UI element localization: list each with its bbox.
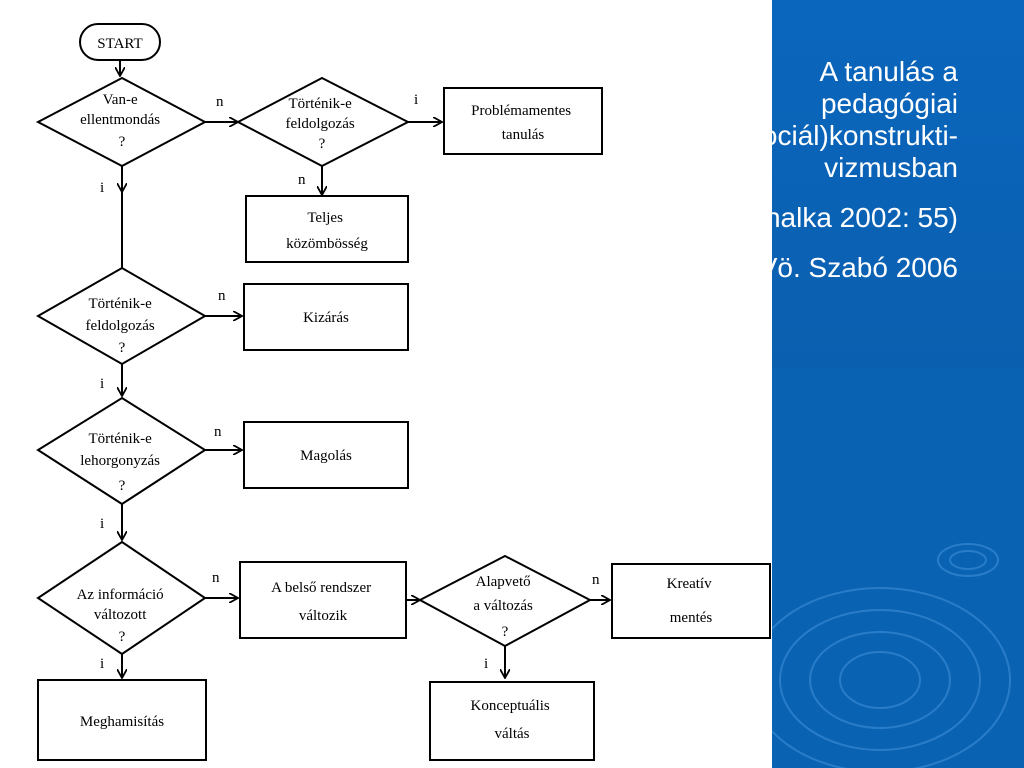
box-inner-system-changes — [239, 561, 407, 639]
box-total-indifference-text: Teljes közömbösség — [286, 210, 368, 252]
box-total-indifference — [245, 195, 409, 263]
box-rote-learning-text: Magolás — [300, 448, 352, 464]
yes-label: i — [100, 376, 104, 392]
box-rote-learning — [243, 421, 409, 489]
box-creative-rescue — [611, 563, 771, 639]
box-exclusion — [243, 283, 409, 351]
box-problem-free-learning — [443, 87, 603, 155]
decision-processing-2-text: Történik-e feldolgozás ? — [86, 296, 159, 356]
box-creative-rescue-text: Kreatív mentés — [667, 576, 716, 626]
box-falsification — [37, 679, 207, 761]
box-problem-free-learning-text: Problémamentes tanulás — [471, 103, 575, 143]
no-label: n — [212, 570, 220, 586]
yes-label: i — [100, 180, 104, 196]
flowchart: START Van-e ellentmondás ? n i Történik-… — [35, 23, 771, 761]
no-label: n — [592, 572, 600, 588]
yes-label: i — [100, 516, 104, 532]
box-falsification-text: Meghamisítás — [80, 714, 164, 730]
box-conceptual-change-text: Konceptuális váltás — [471, 698, 554, 742]
compare-citation: Vö. Szabó 2006 — [758, 252, 958, 283]
yes-label: i — [414, 92, 418, 108]
no-label: n — [214, 424, 222, 440]
flowchart-area: START Van-e ellentmondás ? n i Történik-… — [0, 0, 772, 768]
box-inner-system-changes-text: A belső rendszer változik — [271, 580, 375, 624]
yes-label: i — [484, 656, 488, 672]
no-label: n — [218, 288, 226, 304]
title-line: pedagógiai — [820, 88, 958, 119]
box-conceptual-change — [429, 681, 595, 761]
no-label: n — [298, 172, 306, 188]
decision-fundamental-change-text: Alapvető a változás ? — [473, 574, 536, 640]
title-line: A tanulás a — [819, 56, 958, 87]
title-line: vizmusban — [824, 152, 958, 183]
decision-contradiction-text: Van-e ellentmondás ? — [80, 92, 164, 150]
decision-processing-1-text: Történik-e feldolgozás ? — [286, 96, 359, 152]
decision-info-changed-text: Az információ változott ? — [77, 587, 168, 645]
no-label: n — [216, 94, 224, 110]
yes-label: i — [100, 656, 104, 672]
start-label: START — [97, 36, 142, 52]
decision-anchoring-text: Történik-e lehorgonyzás ? — [80, 431, 163, 494]
box-exclusion-text: Kizárás — [303, 310, 349, 326]
